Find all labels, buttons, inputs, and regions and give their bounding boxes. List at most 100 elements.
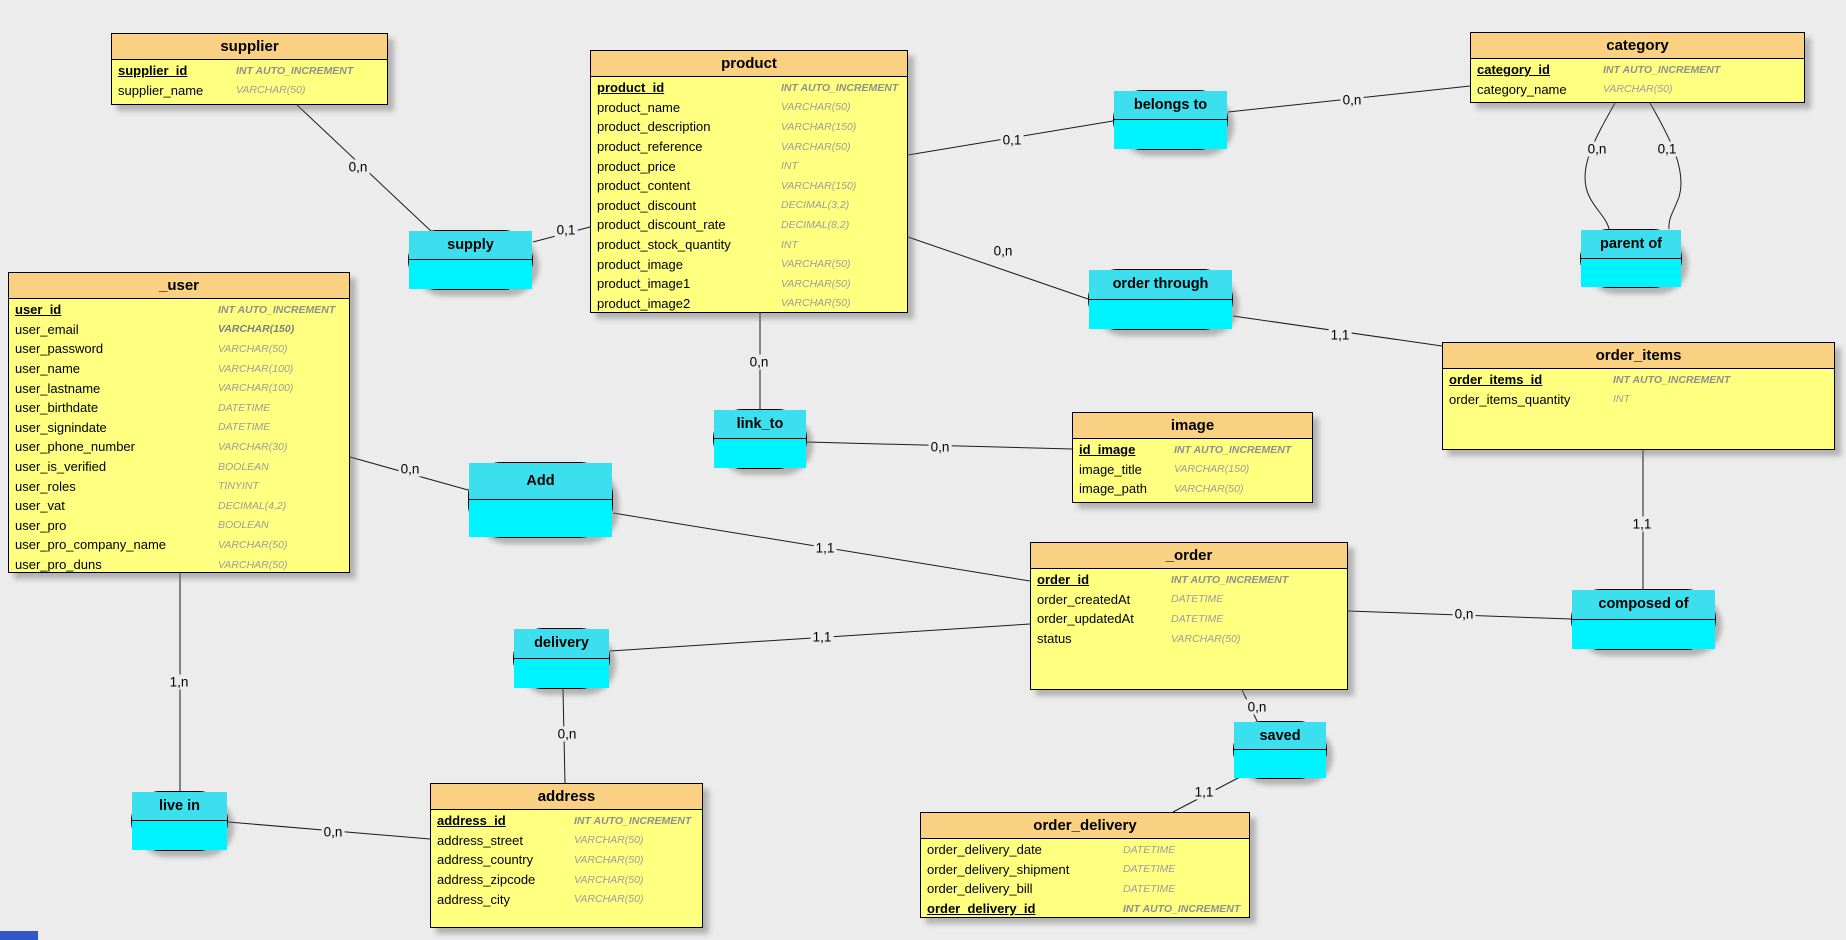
entity-title: order_delivery — [921, 813, 1249, 839]
field-name: product_discount_rate — [597, 217, 726, 233]
field-type: VARCHAR(50) — [781, 297, 851, 310]
cardinality-label: 0,n — [1585, 141, 1609, 157]
field-type: VARCHAR(150) — [781, 179, 857, 192]
cardinality-label: 0,n — [1340, 92, 1364, 108]
field-name: status — [1037, 631, 1072, 647]
field-type: BOOLEAN — [218, 460, 269, 473]
cardinality-label: 0,n — [928, 439, 952, 455]
relation-live-in[interactable]: live in — [131, 791, 228, 851]
relation-lower-half — [1234, 750, 1326, 778]
field-type: VARCHAR(150) — [218, 323, 295, 336]
field-type: INT AUTO_INCREMENT — [1613, 373, 1731, 386]
field-type: BOOLEAN — [218, 519, 269, 532]
cardinality-label: 1,1 — [810, 629, 834, 645]
relation-lower-half — [409, 260, 532, 289]
cardinality-label: 1,1 — [813, 540, 837, 556]
relation-supply[interactable]: supply — [408, 230, 533, 290]
relation-link_to[interactable]: link_to — [713, 409, 807, 469]
cardinality-label: 0,n — [1452, 606, 1476, 622]
relation-order-through[interactable]: order through — [1088, 269, 1233, 330]
field-name: user_pro — [15, 517, 67, 533]
relation-delivery[interactable]: delivery — [513, 628, 610, 689]
field-type: VARCHAR(50) — [574, 834, 644, 847]
connection-line-product-order through — [907, 236, 1089, 300]
relation-saved[interactable]: saved — [1233, 721, 1327, 779]
cardinality-label: 1,1 — [1630, 516, 1654, 532]
relation-label: delivery — [514, 629, 609, 659]
field-row: address_street VARCHAR(50) — [437, 831, 702, 851]
relation-composed-of[interactable]: composed of — [1571, 589, 1716, 650]
relation-label: order through — [1089, 270, 1232, 300]
field-row: user_is_verified BOOLEAN — [15, 457, 349, 477]
cardinality-label: 0,n — [991, 243, 1015, 259]
entity-title: category — [1471, 33, 1804, 59]
cardinality-label: 0,1 — [1655, 141, 1679, 157]
cardinality-label: 0,n — [321, 824, 345, 840]
field-name: order_delivery_shipment — [927, 861, 1070, 877]
field-type: VARCHAR(50) — [781, 101, 851, 114]
field-name: order_items_quantity — [1449, 391, 1571, 407]
field-name: order_delivery_bill — [927, 881, 1033, 897]
field-name: user_phone_number — [15, 439, 135, 455]
cardinality-label: 1,1 — [1328, 327, 1352, 343]
field-type: VARCHAR(50) — [218, 558, 288, 571]
relation-belongs-to[interactable]: belongs to — [1113, 90, 1228, 150]
field-type: VARCHAR(50) — [236, 84, 306, 97]
field-type: VARCHAR(50) — [574, 853, 644, 866]
cardinality-label: 0,n — [1245, 699, 1269, 715]
field-name: user_name — [15, 361, 81, 377]
field-type: INT AUTO_INCREMENT — [1603, 63, 1721, 76]
relation-lower-half — [132, 821, 227, 850]
field-type: INT AUTO_INCREMENT — [218, 303, 336, 316]
field-type: DATETIME — [1123, 882, 1176, 895]
field-name: user_roles — [15, 478, 76, 494]
field-name: address_zipcode — [437, 872, 536, 888]
field-type: DATETIME — [218, 421, 271, 434]
relation-parent-of[interactable]: parent of — [1580, 229, 1682, 288]
relation-label: link_to — [714, 410, 806, 439]
relation-label: composed of — [1572, 590, 1715, 620]
field-name: user_is_verified — [15, 459, 107, 475]
field-type: VARCHAR(50) — [1171, 632, 1241, 645]
relation-add[interactable]: Add — [468, 462, 613, 538]
field-name: order_delivery_date — [927, 842, 1042, 858]
field-type: INT — [781, 160, 798, 173]
field-type: INT AUTO_INCREMENT — [1171, 573, 1289, 586]
field-name-primary-key: user_id — [15, 302, 62, 318]
field-type: VARCHAR(50) — [1603, 83, 1673, 96]
field-name: order_updatedAt — [1037, 611, 1134, 627]
field-type: VARCHAR(50) — [574, 893, 644, 906]
field-name: address_street — [437, 832, 523, 848]
field-type: DATETIME — [1171, 593, 1224, 606]
relation-label: parent of — [1581, 230, 1681, 259]
entity-title: image — [1073, 413, 1312, 439]
field-name: product_reference — [597, 139, 703, 155]
relation-lower-half — [1089, 299, 1232, 329]
